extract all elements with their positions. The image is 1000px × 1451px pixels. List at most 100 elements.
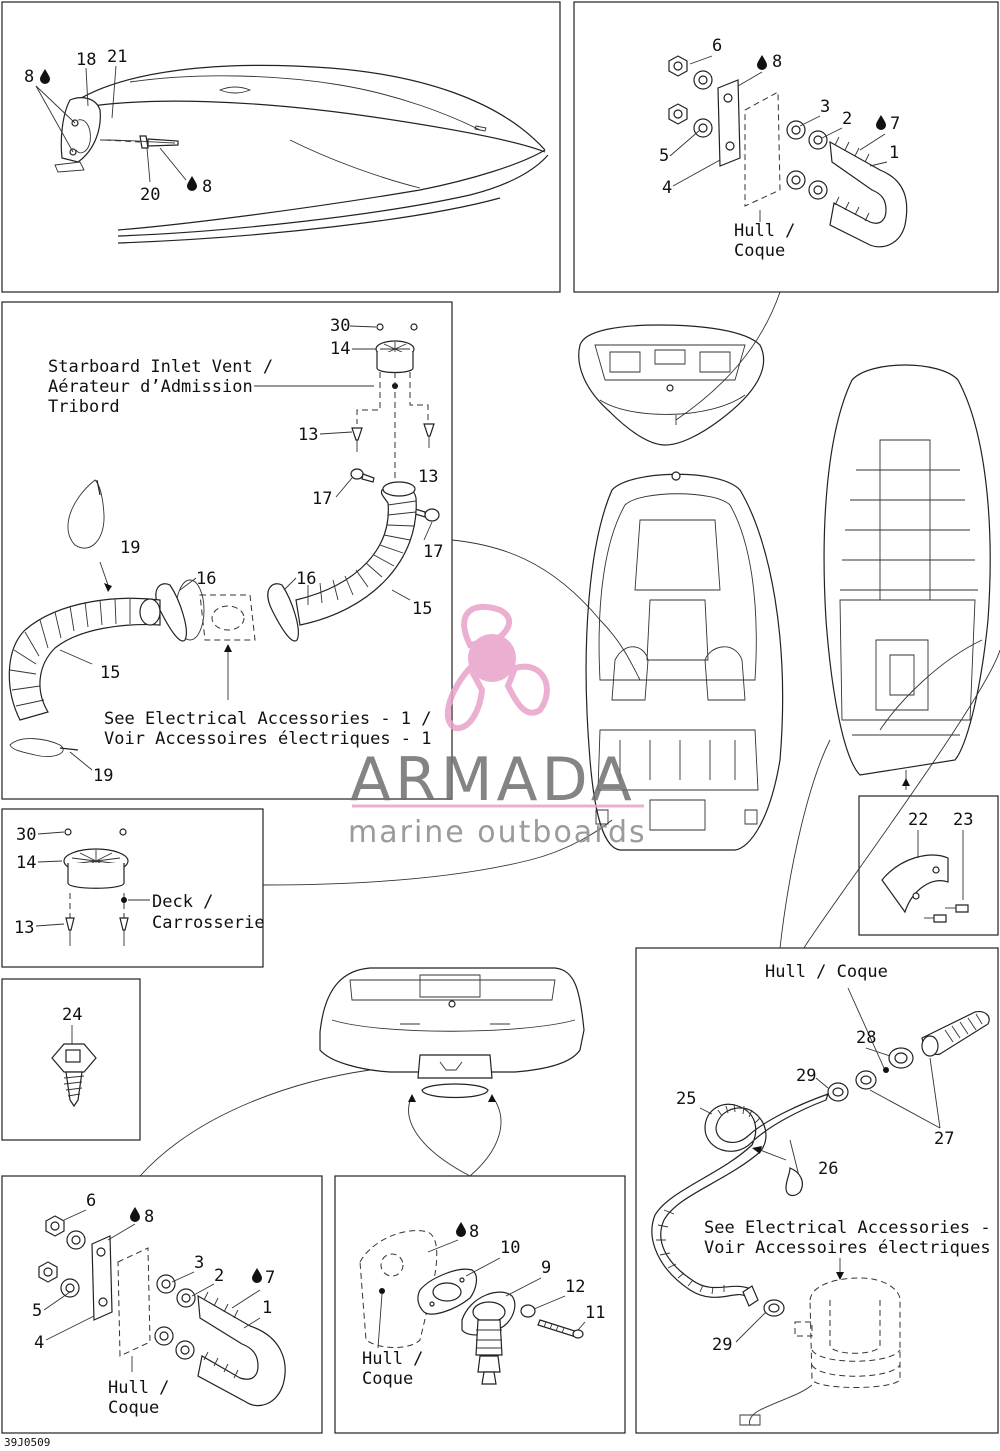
callout: 2 (842, 109, 852, 129)
hull-label: Coque (734, 241, 785, 261)
bow-hull-drawing (54, 64, 549, 244)
callout: 16 (296, 569, 316, 589)
callout: 17 (312, 489, 332, 509)
callout: 7 (265, 1268, 275, 1288)
panel-deck-vent (1, 808, 264, 968)
inlet-vent-callouts: 30 14 13 13 17 17 19 16 16 15 15 19 Star… (48, 316, 443, 786)
callout: 8 (202, 177, 212, 197)
callout: 3 (820, 97, 830, 117)
hull-label: Coque (108, 1398, 159, 1418)
callout: 1 (262, 1298, 272, 1318)
armada-watermark: ARMADA marine outboards (348, 603, 647, 850)
callout: 29 (712, 1335, 732, 1355)
callout: 24 (62, 1005, 82, 1025)
callout: 1 (889, 143, 899, 163)
callout: 11 (585, 1303, 605, 1323)
see-electrical-label: Voir Accessoires électriques - 1 (104, 729, 432, 749)
drain-drawing (359, 1230, 584, 1385)
callout: 26 (818, 1159, 838, 1179)
callout: 23 (953, 810, 973, 830)
panel-bilge (635, 947, 999, 1434)
panel-inlet-vent (1, 301, 453, 800)
starboard-vent-label: Starboard Inlet Vent / (48, 357, 273, 377)
panel-clamp (858, 795, 999, 936)
callout: 14 (330, 339, 350, 359)
panel-bow (1, 1, 561, 293)
callout: 21 (107, 47, 127, 67)
panel-stern-eye (1, 1175, 323, 1434)
callout: 6 (712, 36, 722, 56)
callout: 15 (412, 599, 432, 619)
callout: 25 (676, 1089, 696, 1109)
brand-name: ARMADA (350, 745, 636, 815)
propeller-logo-icon (444, 603, 550, 732)
stern-eye-callouts: 6 8 3 2 7 1 5 4 Hull / Coque (32, 1191, 275, 1418)
callout: 8 (24, 67, 34, 87)
see-electrical-label: Voir Accessoires électriques - 1 (704, 1238, 1000, 1258)
callout: 8 (144, 1207, 154, 1227)
callout: 14 (16, 853, 36, 873)
callout: 13 (14, 918, 34, 938)
callout: 10 (500, 1238, 520, 1258)
overview-rear-view (139, 967, 585, 1177)
bow-eye-drawing (668, 55, 908, 248)
callout: 9 (541, 1258, 551, 1278)
callout: 18 (76, 50, 96, 70)
deck-label: Carrosserie (152, 913, 265, 933)
hull-label: Hull / (734, 221, 795, 241)
hull-label: Hull / (108, 1378, 169, 1398)
overview-front-view (578, 291, 781, 446)
callout: 13 (418, 467, 438, 487)
callout: 6 (86, 1191, 96, 1211)
callout: 2 (214, 1266, 224, 1286)
callout: 8 (772, 52, 782, 72)
bilge-drawing (651, 987, 990, 1426)
hull-label: Coque (362, 1369, 413, 1389)
callout: 30 (330, 316, 350, 336)
stern-eye-drawing (38, 1215, 286, 1407)
callout: 20 (140, 185, 160, 205)
callout: 22 (908, 810, 928, 830)
callout: 16 (196, 569, 216, 589)
callout: 28 (856, 1028, 876, 1048)
see-electrical-label: See Electrical Accessories - 1 / (704, 1218, 1000, 1238)
inlet-vent-drawing (8, 323, 641, 757)
deck-vent-callouts: 30 14 13 Deck / Carrosserie (14, 825, 265, 938)
bilge-callouts: Hull / Coque 28 29 25 27 26 29 See Elect… (676, 962, 1000, 1355)
clamp-drawing (881, 854, 969, 923)
see-electrical-label: See Electrical Accessories - 1 / (104, 709, 432, 729)
panel-bow-eye (573, 1, 999, 293)
hull-coque-label: Hull / Coque (765, 962, 888, 982)
callout: 4 (34, 1333, 44, 1353)
callout: 3 (194, 1253, 204, 1273)
brand-tagline: marine outboards (348, 815, 647, 850)
callout: 8 (469, 1222, 479, 1242)
callout: 19 (120, 538, 140, 558)
starboard-vent-label: Tribord (48, 397, 120, 417)
callout: 19 (93, 766, 113, 786)
callout: 4 (662, 178, 672, 198)
callout: 5 (659, 146, 669, 166)
starboard-vent-label: Aérateur d’Admission (48, 377, 253, 397)
panel-screw (1, 978, 141, 1141)
screw-callouts: 24 (62, 1005, 82, 1044)
callout: 30 (16, 825, 36, 845)
callout: 13 (298, 425, 318, 445)
drain-callouts: 8 10 9 12 11 Hull / Coque (362, 1222, 605, 1389)
callout: 12 (565, 1277, 585, 1297)
callout: 15 (100, 663, 120, 683)
overview-top-view (585, 471, 784, 851)
callout: 7 (890, 114, 900, 134)
callout: 17 (423, 542, 443, 562)
callout: 29 (796, 1066, 816, 1086)
bow-callouts: 8 18 21 20 8 (24, 47, 212, 205)
screw-drawing (51, 1043, 97, 1108)
hull-label: Hull / (362, 1349, 423, 1369)
callout: 5 (32, 1301, 42, 1321)
clamp-callouts: 22 23 (908, 810, 973, 900)
callout: 27 (934, 1129, 954, 1149)
overview-bottom-view (779, 364, 1000, 949)
deck-vent-drawing (63, 819, 613, 946)
bow-eye-callouts: 6 8 3 2 7 1 5 4 Hull / Coque (659, 36, 900, 261)
